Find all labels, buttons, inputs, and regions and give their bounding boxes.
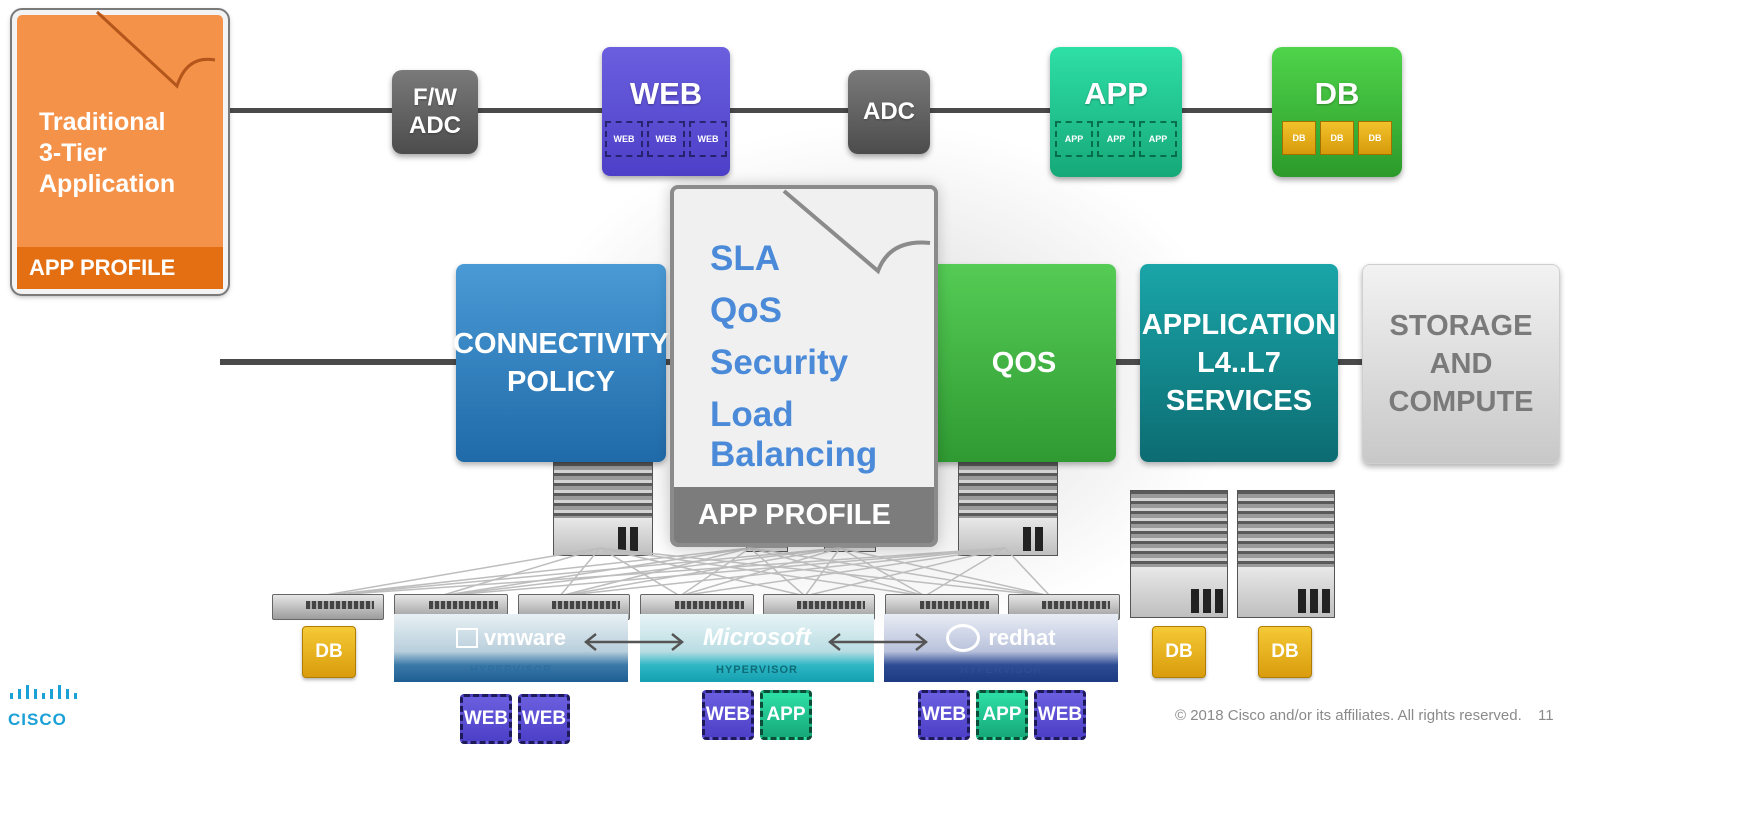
db-instance: DB bbox=[1358, 121, 1392, 155]
hypervisor-label: HYPERVISOR bbox=[960, 664, 1042, 676]
adc-label: ADC bbox=[409, 112, 461, 139]
adc-tile-label: ADC bbox=[863, 98, 915, 125]
storage-line-2: AND bbox=[1429, 348, 1493, 380]
traditional-app-profile-card: Traditional 3-Tier Application APP PROFI… bbox=[10, 8, 230, 296]
vmware-hypervisor: vmware HYPERVISOR bbox=[394, 614, 628, 682]
profile-document-footer: APP PROFILE bbox=[674, 487, 934, 543]
vmware-logo: vmware bbox=[394, 618, 628, 658]
migration-arrow-icon bbox=[827, 633, 929, 651]
traditional-app-title: Traditional 3-Tier Application bbox=[39, 107, 175, 200]
app-tier-tile: APP APP APP APP bbox=[1050, 47, 1182, 177]
microsoft-logo-text: Microsoft bbox=[703, 624, 811, 651]
redhat-shadowman-icon bbox=[946, 624, 981, 652]
microsoft-hypervisor: Microsoft HYPERVISOR bbox=[640, 614, 874, 682]
app-profile-footer: APP PROFILE bbox=[17, 247, 223, 289]
page-curl-icon bbox=[95, 10, 216, 89]
vmware-logo-text: vmware bbox=[484, 625, 566, 650]
redhat-logo-text: redhat bbox=[988, 625, 1056, 650]
web-instance: WEB bbox=[605, 121, 643, 157]
cisco-wordmark: CISCO bbox=[8, 710, 67, 729]
app-instance: APP bbox=[1097, 121, 1135, 157]
profile-item-balancing: Balancing bbox=[710, 435, 878, 474]
adc-tile: ADC bbox=[848, 70, 930, 154]
page-curl-icon bbox=[778, 189, 931, 275]
web-instance: WEB bbox=[689, 121, 727, 157]
vm-app: APP bbox=[760, 690, 812, 740]
compute-chassis bbox=[1237, 490, 1335, 618]
storage-compute-tile: STORAGE AND COMPUTE bbox=[1362, 264, 1560, 464]
web-tier-tile: WEB WEB WEB WEB bbox=[602, 47, 730, 176]
qos-tile: QOS bbox=[912, 264, 1116, 462]
profile-item-load: Load bbox=[710, 395, 794, 434]
profile-item-sla: SLA bbox=[710, 239, 780, 278]
hypervisor-label: HYPERVISOR bbox=[470, 664, 552, 676]
vmware-logo-icon bbox=[456, 628, 479, 648]
redhat-logo: redhat bbox=[884, 618, 1118, 658]
vm-web: WEB bbox=[518, 694, 570, 744]
connectivity-line-2: POLICY bbox=[507, 366, 615, 398]
hypervisor-label: HYPERVISOR bbox=[716, 664, 798, 676]
app-tier-label: APP bbox=[1084, 76, 1148, 111]
db-server-box: DB bbox=[1152, 626, 1206, 678]
application-line-3: SERVICES bbox=[1165, 385, 1313, 417]
application-line-1: APPLICATION bbox=[1141, 309, 1337, 341]
vm-app: APP bbox=[976, 690, 1028, 740]
web-instance: WEB bbox=[647, 121, 685, 157]
db-server-box: DB bbox=[302, 626, 356, 678]
copyright-text: © 2018 Cisco and/or its affiliates. All … bbox=[1175, 707, 1522, 724]
storage-line-1: STORAGE bbox=[1389, 310, 1533, 342]
app-profile-document: SLA QoS Security Load Balancing APP PROF… bbox=[670, 185, 938, 547]
application-line-2: L4..L7 bbox=[1197, 347, 1281, 379]
page-number: 11 bbox=[1538, 707, 1554, 724]
app-instance: APP bbox=[1139, 121, 1177, 157]
connectivity-line-1: CONNECTIVITY bbox=[453, 328, 669, 360]
db-tier-label: DB bbox=[1314, 76, 1360, 111]
top-connector-line bbox=[216, 108, 1396, 113]
cisco-bars-icon bbox=[10, 685, 77, 699]
db-tier-tile: DB DB DB DB bbox=[1272, 47, 1402, 177]
title-line-2: 3-Tier bbox=[39, 139, 107, 167]
vm-web: WEB bbox=[702, 690, 754, 740]
fabric-mesh bbox=[319, 547, 1051, 597]
db-instance: DB bbox=[1282, 121, 1316, 155]
vm-web: WEB bbox=[1034, 690, 1086, 740]
leaf-switch bbox=[272, 594, 384, 620]
profile-item-security: Security bbox=[710, 343, 849, 382]
migration-arrow-icon bbox=[583, 633, 685, 651]
qos-label: QOS bbox=[991, 347, 1057, 379]
profile-item-qos: QoS bbox=[710, 291, 782, 330]
fw-adc-tile: F/W ADC bbox=[392, 70, 478, 154]
db-server-box: DB bbox=[1258, 626, 1312, 678]
compute-chassis bbox=[1130, 490, 1228, 618]
cisco-logo: CISCO bbox=[8, 685, 82, 730]
microsoft-logo: Microsoft bbox=[640, 618, 874, 658]
vm-web: WEB bbox=[918, 690, 970, 740]
web-tier-label: WEB bbox=[629, 76, 703, 111]
redhat-hypervisor: redhat HYPERVISOR bbox=[884, 614, 1118, 682]
title-line-3: Application bbox=[39, 170, 176, 198]
fw-label: F/W bbox=[413, 84, 457, 111]
spine-chassis bbox=[958, 462, 1058, 556]
application-services-tile: APPLICATION L4..L7 SERVICES bbox=[1140, 264, 1338, 462]
connectivity-policy-tile: CONNECTIVITY POLICY bbox=[453, 264, 669, 462]
storage-line-3: COMPUTE bbox=[1388, 386, 1534, 418]
db-instance: DB bbox=[1320, 121, 1354, 155]
vm-web: WEB bbox=[460, 694, 512, 744]
title-line-1: Traditional bbox=[39, 108, 166, 136]
app-instance: APP bbox=[1055, 121, 1093, 157]
